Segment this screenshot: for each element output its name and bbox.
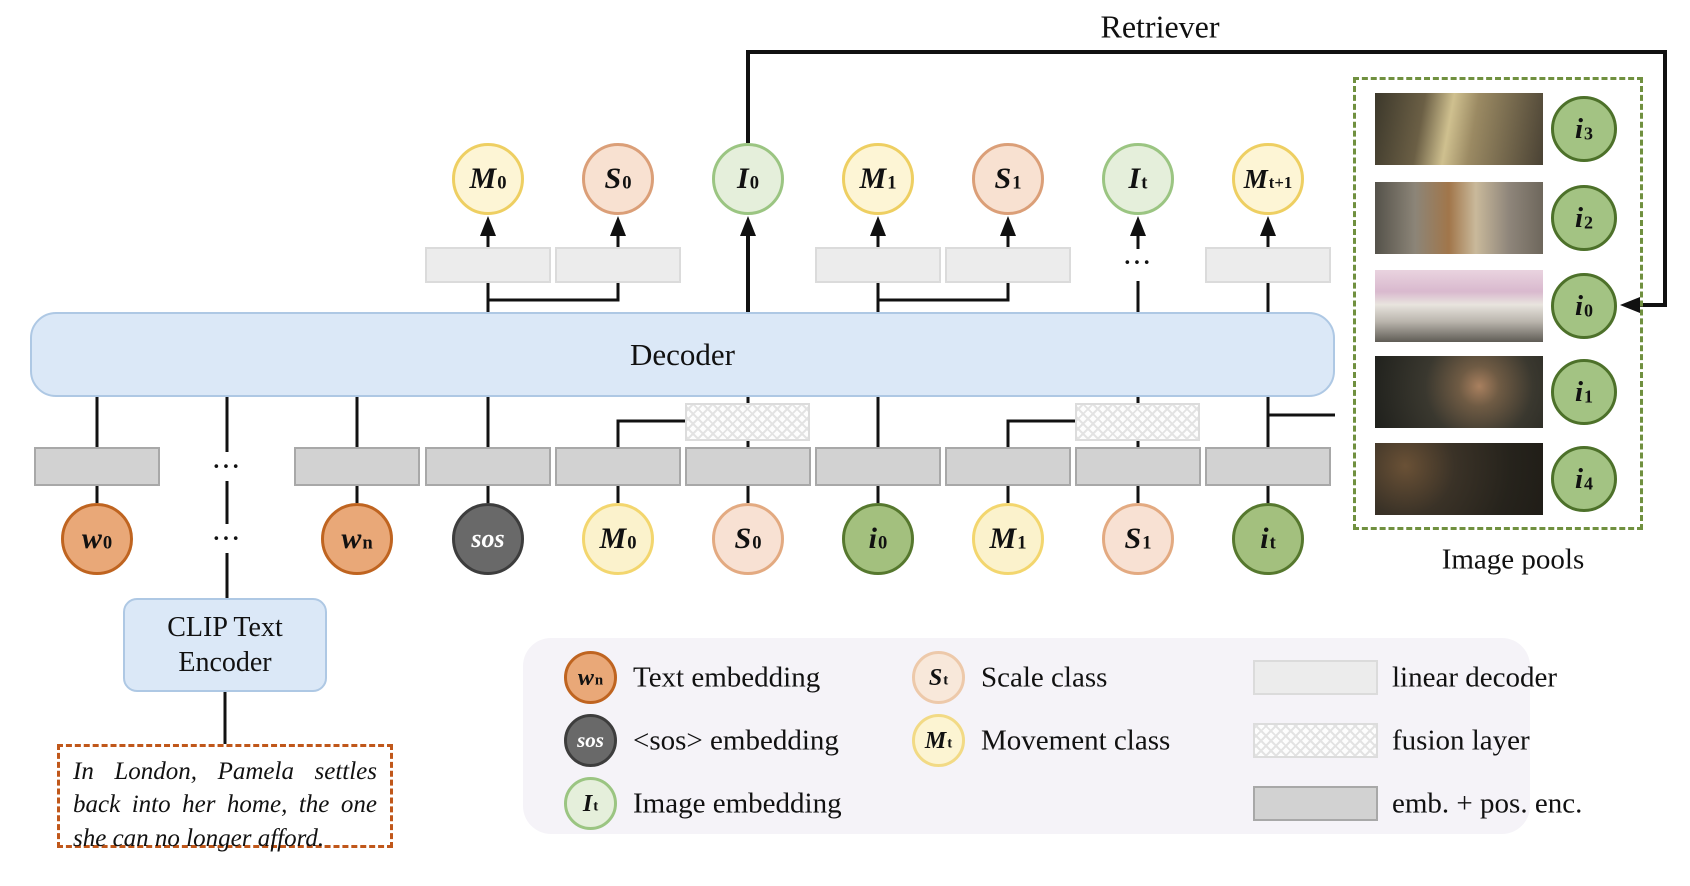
story-line-2: back into her home, the one [73,791,377,819]
emb-box-sos [425,447,551,486]
legend-label-linear-decoder: linear decoder [1392,661,1558,694]
emb-box-w0 [34,447,160,486]
pool-frame-4 [1375,356,1543,428]
linear-decoder-box-S1 [945,247,1071,283]
linear-decoder-box-Mt1 [1205,247,1331,283]
ellipsis-mid-upper: ··· [212,454,242,479]
legend-label-image-embedding: Image embedding [633,787,842,820]
pool-frame-1 [1375,93,1543,165]
story-text-box: In London, Pamela settles back into her … [57,744,393,852]
m1-s1-split-line [876,283,1010,312]
clip-text-encoder-block: CLIP Text Encoder [123,598,327,692]
arrowhead-M0-out-icon [480,216,496,236]
legend-label-movement-class: Movement class [981,724,1171,757]
legend-icon-linear-decoder [1253,660,1378,695]
arrowhead-M1-out-icon [870,216,886,236]
pool-frame-3 [1375,270,1543,342]
emb-box-i0 [815,447,941,486]
legend-label-emb-pos-enc: emb. + pos. enc. [1392,787,1583,820]
linear-decoder-box-M1 [815,247,941,283]
image-pool-box [1353,77,1643,530]
emb-box-wn [294,447,420,486]
story-line-1: In London, Pamela settles [73,758,377,785]
input-node-sos: sos [452,503,524,575]
ellipsis-top: ··· [1123,250,1153,275]
fusion-layer-box-2 [1075,403,1200,441]
legend-label-scale-class: Scale class [981,661,1108,694]
decoder-label: Decoder [630,336,735,372]
legend-label-sos-embedding: <sos> embedding [633,724,839,757]
legend-icon-fusion-layer [1253,723,1378,758]
pool-frame-5 [1375,443,1543,515]
emb-box-S0 [685,447,811,486]
legend-label-text-embedding: Text embedding [633,661,821,694]
emb-box-it [1205,447,1331,486]
arrowhead-S1-out-icon [1000,216,1016,236]
arrowhead-Mt1-out-icon [1260,216,1276,236]
legend-icon-emb-pos-enc [1253,786,1378,821]
legend-label-fusion-layer: fusion layer [1392,724,1530,757]
emb-box-M1 [945,447,1071,486]
clip-label-line1: CLIP Text [167,612,283,643]
linear-decoder-box-M0 [425,247,551,283]
emb-box-S1 [1075,447,1201,486]
fusion-layer-box-1 [685,403,810,441]
decoder-block: Decoder [30,312,1335,397]
arrowhead-S0-out-icon [610,216,626,236]
arrowhead-I0-out-icon [740,216,756,236]
linear-decoder-box-S0 [555,247,681,283]
m0-s0-split-line [486,283,620,312]
arrowhead-It-out-icon [1130,216,1146,236]
ellipsis-mid-lower: ··· [212,526,242,551]
pool-frame-2 [1375,182,1543,254]
clip-label-line2: Encoder [178,647,272,678]
story-line-3: she can no longer afford. [73,824,325,852]
legend-icon-sos-embedding: sos [564,714,617,767]
emb-box-M0 [555,447,681,486]
